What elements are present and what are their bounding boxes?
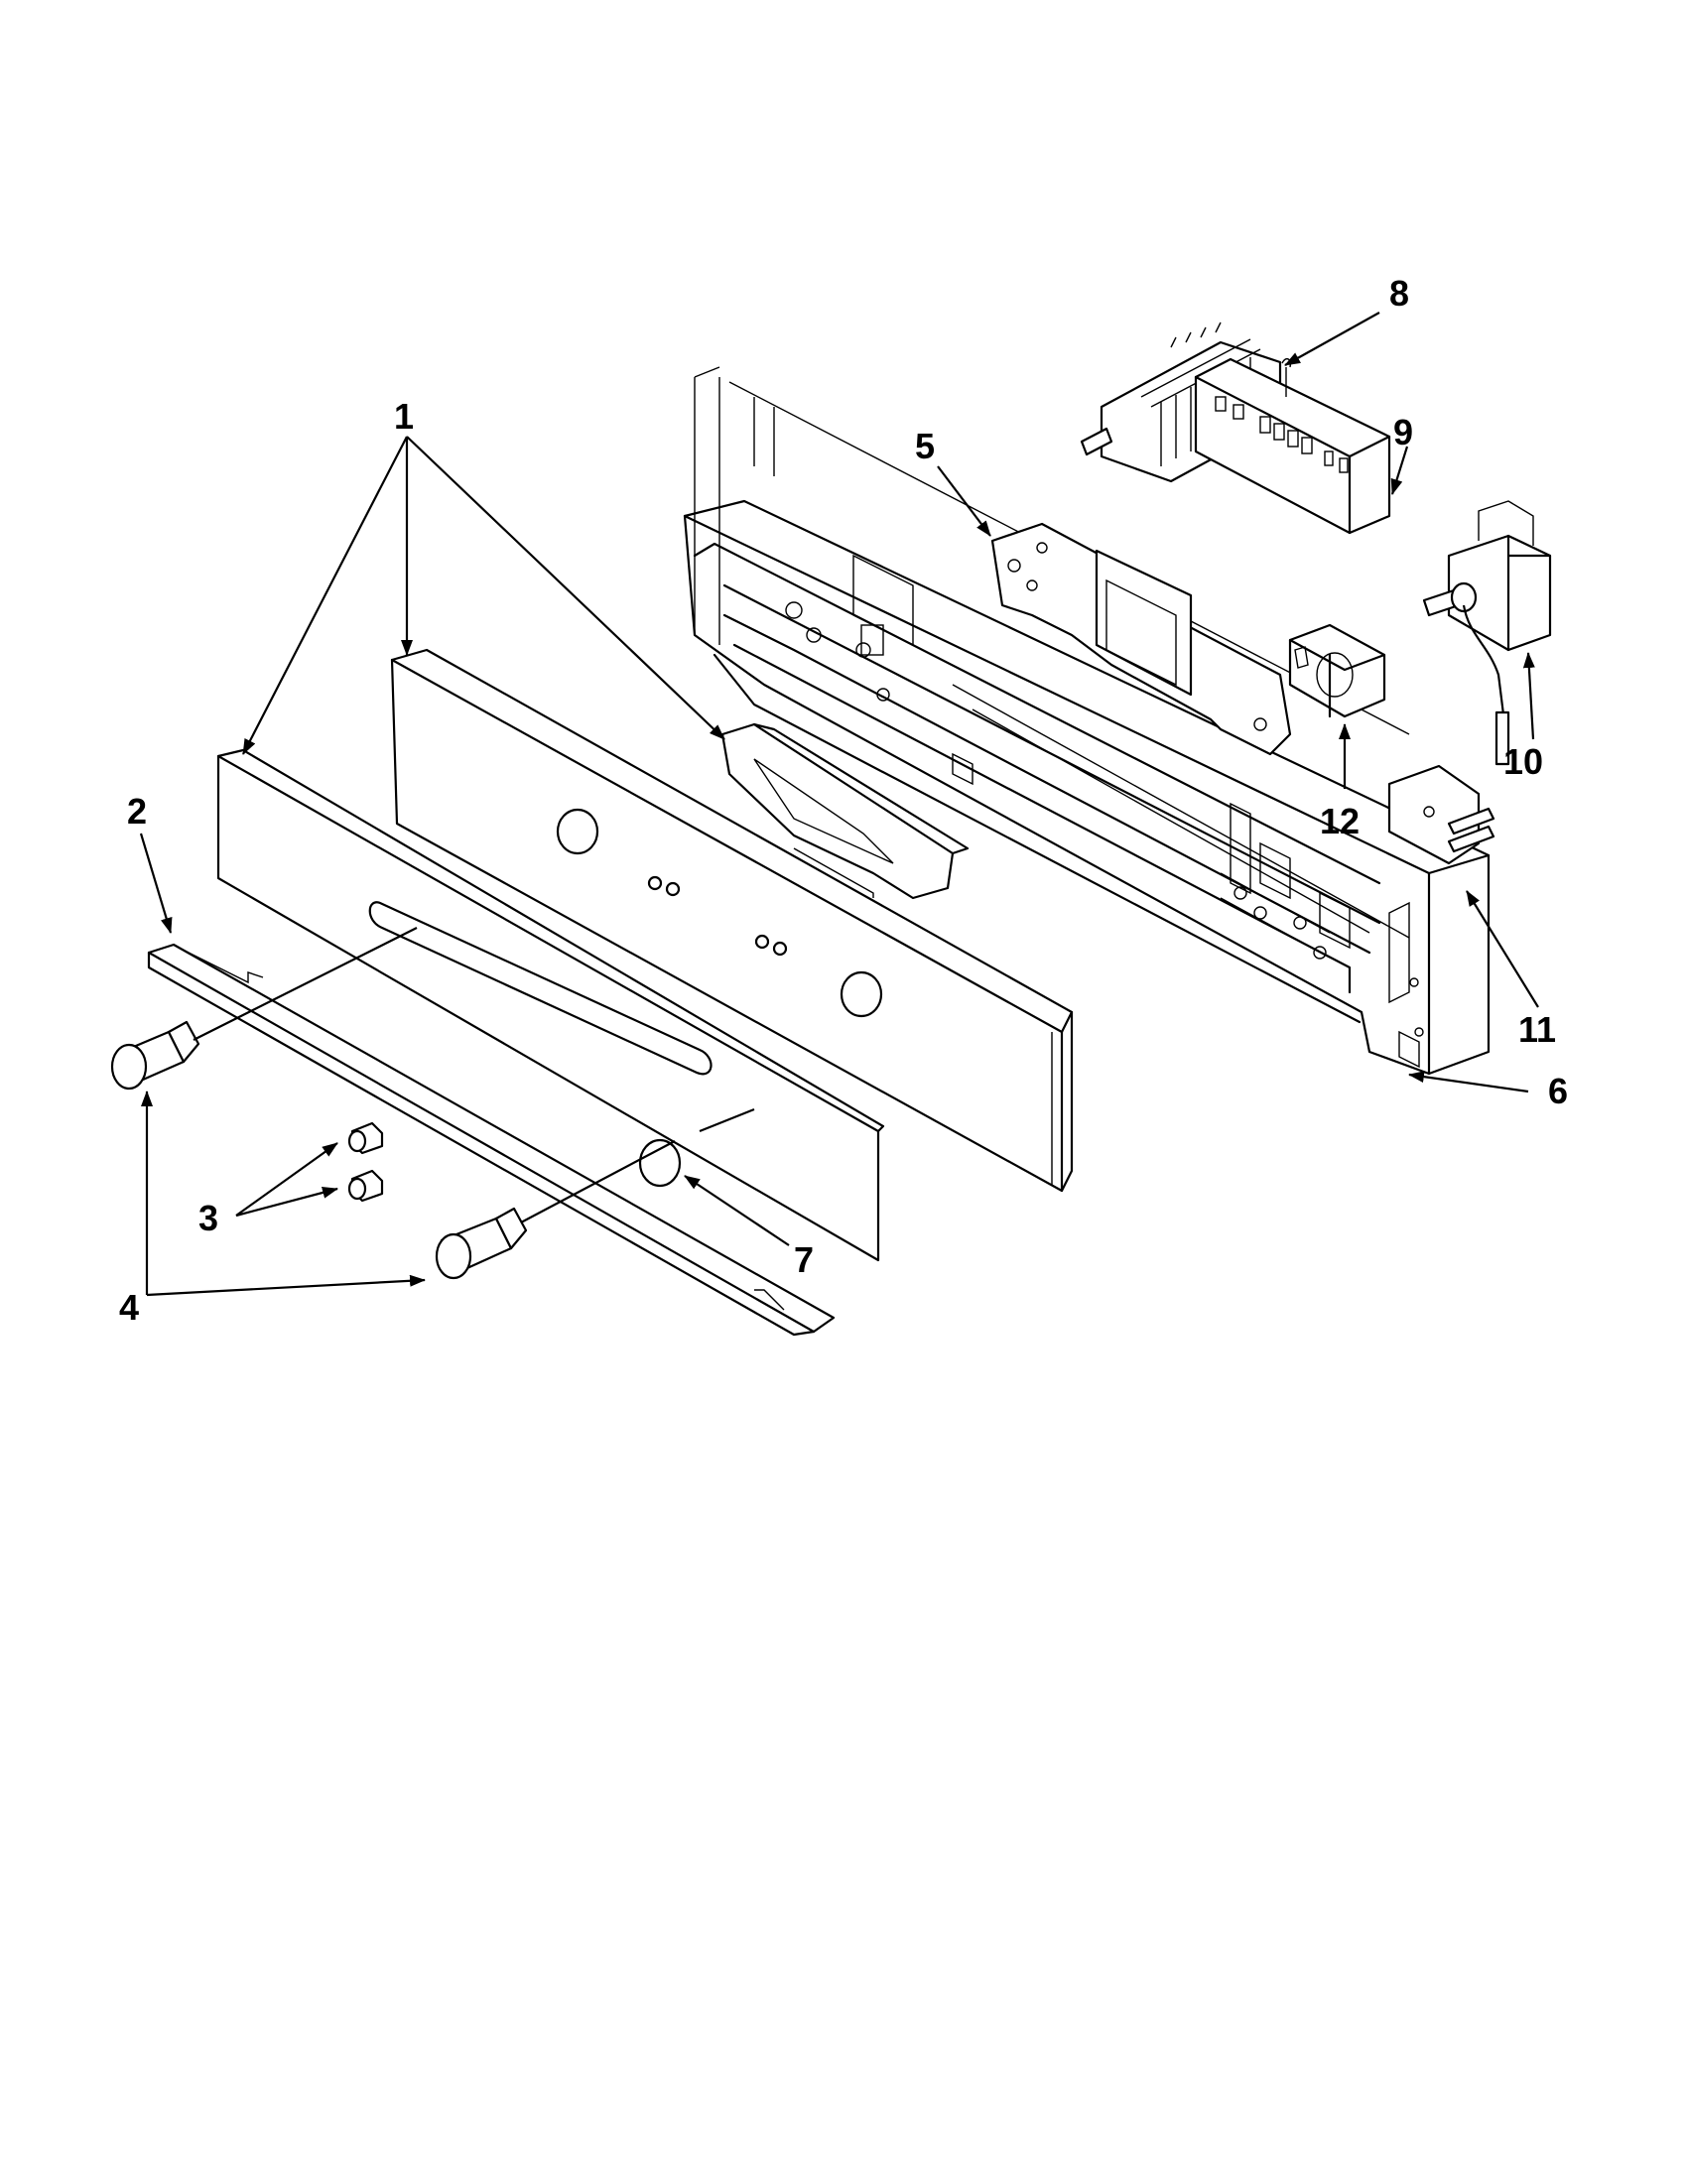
callout-leaders: [139, 312, 1539, 1297]
callout-10: 10: [1503, 741, 1543, 782]
display-board-part[interactable]: [1194, 357, 1391, 535]
callout-1: 1: [394, 396, 414, 437]
thermostat-part[interactable]: [1422, 500, 1552, 766]
control-knob-part[interactable]: [110, 1020, 528, 1280]
knob-insert-part[interactable]: [638, 1138, 682, 1188]
alignment-lines: [193, 927, 755, 1223]
front-glass-panel[interactable]: [216, 748, 885, 1262]
display-window-bezel[interactable]: [720, 722, 970, 900]
callout-2: 2: [127, 791, 147, 832]
callout-4: 4: [119, 1287, 139, 1328]
control-board-bracket-part[interactable]: [990, 522, 1292, 756]
trim-strip-part[interactable]: [147, 943, 836, 1337]
callout-7: 7: [794, 1239, 814, 1280]
callout-3: 3: [198, 1198, 218, 1238]
indicator-light-part[interactable]: [347, 1121, 384, 1203]
callout-6: 6: [1548, 1071, 1568, 1111]
callout-8: 8: [1389, 273, 1409, 314]
callout-11: 11: [1518, 1009, 1556, 1050]
callout-5: 5: [915, 426, 935, 466]
callout-9: 9: [1393, 412, 1413, 452]
rotary-encoder-part[interactable]: [1288, 623, 1386, 718]
switch-bracket-part[interactable]: [1387, 764, 1495, 865]
callout-12: 12: [1320, 801, 1360, 841]
